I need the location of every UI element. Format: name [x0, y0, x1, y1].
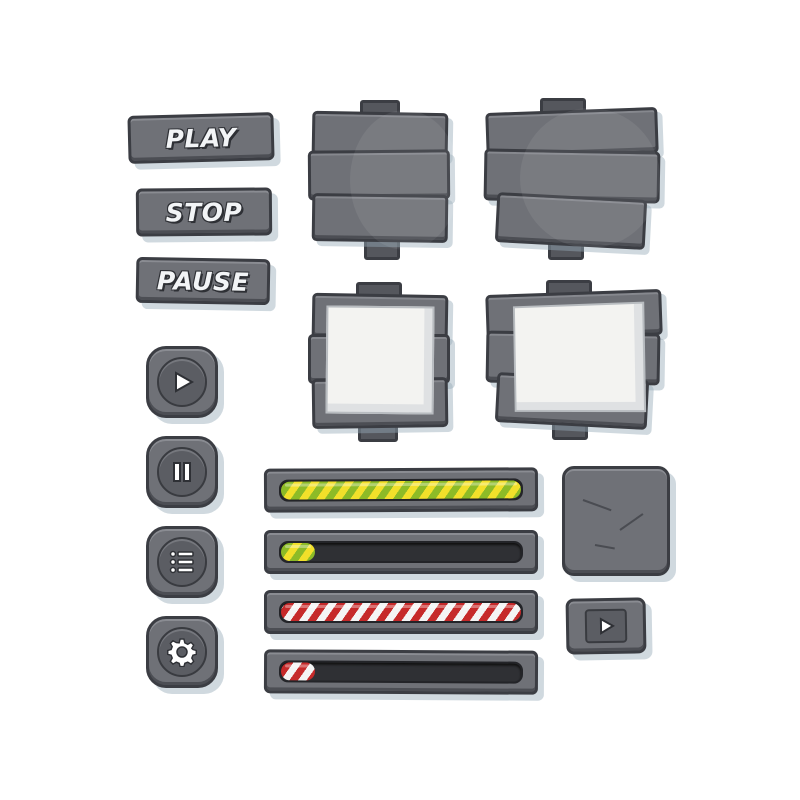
button-ring [157, 357, 207, 407]
paper-panel [325, 305, 435, 415]
menu-list-icon [169, 550, 194, 574]
pause-button[interactable]: PAUSE [135, 256, 271, 306]
button-ring [157, 447, 207, 497]
gear-icon [167, 638, 197, 667]
progress-track [278, 478, 524, 502]
progress-bar-4 [263, 649, 539, 695]
play-icon [599, 617, 615, 635]
round-menu-button[interactable] [146, 526, 218, 598]
pause-button-label: PAUSE [156, 265, 250, 297]
progress-track [279, 541, 523, 563]
button-ring [157, 537, 207, 587]
round-pause-button[interactable] [146, 436, 218, 508]
progress-fill [280, 662, 315, 681]
button-ring [157, 627, 207, 677]
stop-button[interactable]: STOP [135, 187, 273, 237]
progress-track [278, 660, 524, 684]
play-button[interactable]: PLAY [127, 112, 275, 164]
play-icon [175, 371, 195, 393]
round-settings-button[interactable] [146, 616, 218, 688]
progress-bar-1 [263, 467, 539, 513]
progress-fill [280, 480, 522, 500]
paper-panel [512, 301, 647, 413]
play-button-label: PLAY [165, 122, 237, 154]
stop-button-label: STOP [165, 197, 243, 227]
stone-square-button[interactable] [562, 466, 670, 576]
round-play-button[interactable] [146, 346, 218, 418]
progress-bar-3 [264, 590, 538, 634]
small-play-button[interactable] [565, 597, 647, 655]
progress-bar-2 [264, 530, 538, 574]
pause-icon [173, 462, 191, 482]
progress-track [279, 601, 523, 623]
progress-fill [281, 543, 315, 561]
progress-fill [281, 603, 521, 621]
small-play-frame [584, 608, 628, 644]
